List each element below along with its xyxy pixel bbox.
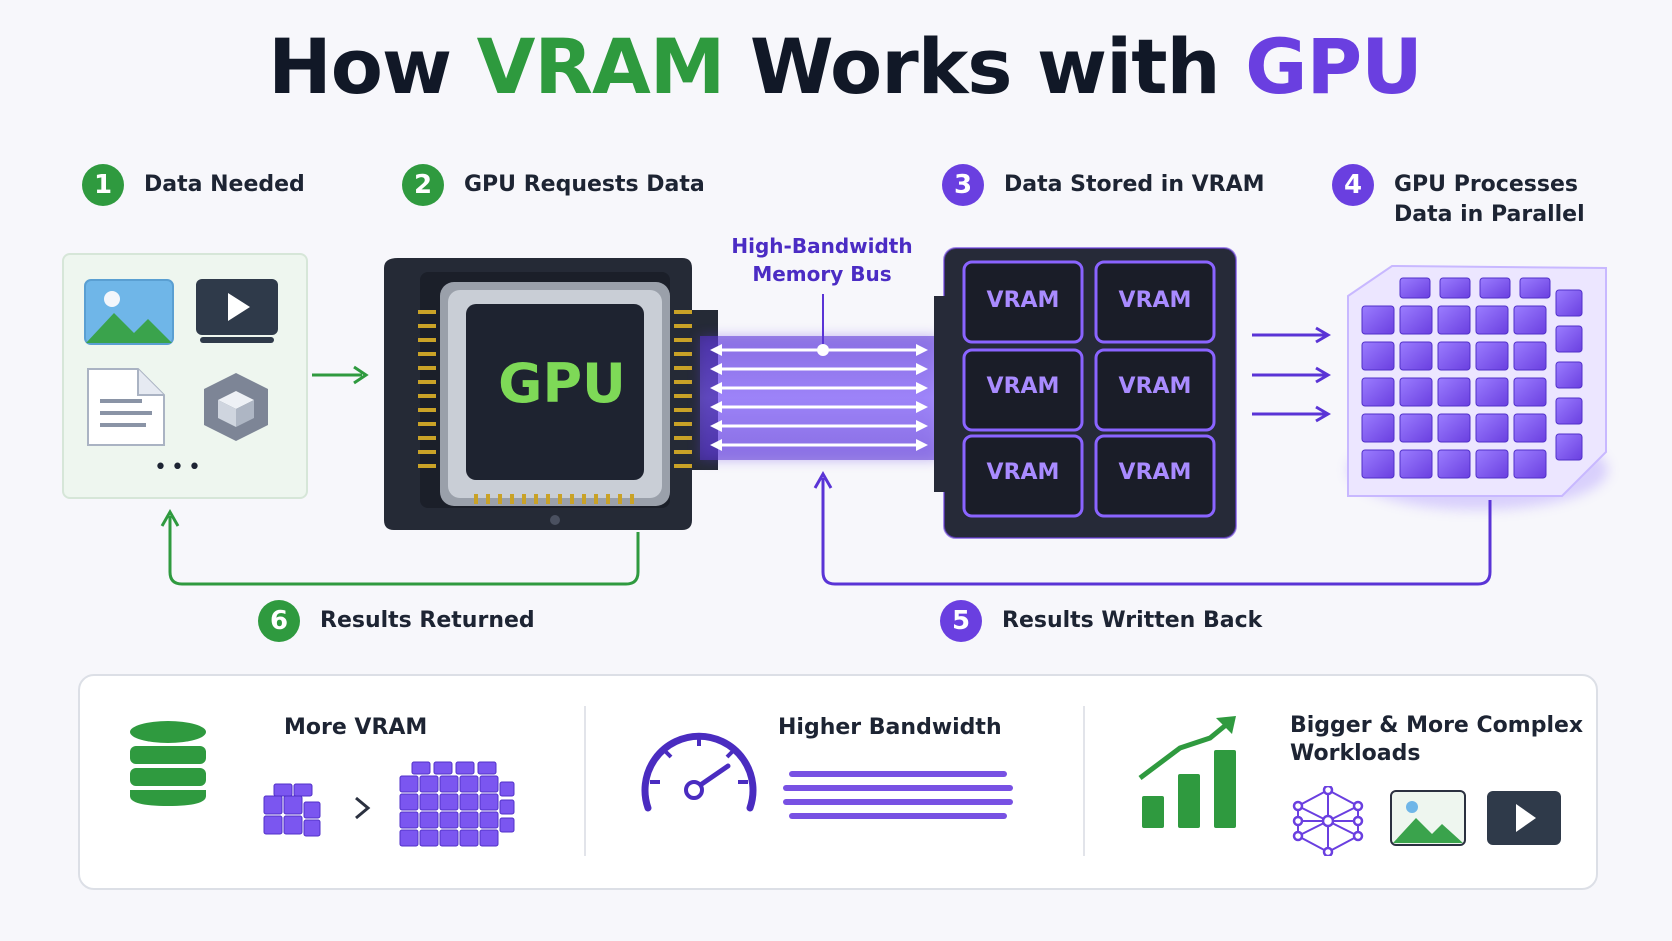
- small-cube-icon: [263, 783, 321, 837]
- vram-chip-5: VRAM: [962, 434, 1084, 518]
- vram-chips: VRAM VRAM VRAM VRAM VRAM VRAM: [962, 260, 1216, 518]
- video-icon: [196, 279, 278, 343]
- document-icon: [87, 368, 165, 446]
- benefit-more-vram-label: More VRAM: [284, 715, 428, 740]
- step-2-badge: 2: [402, 164, 444, 206]
- data-sources-card: •••: [62, 253, 308, 499]
- title-how: How: [268, 22, 452, 111]
- step-4-label: GPU Processes Data in Parallel: [1394, 164, 1585, 230]
- benefit-workloads-label-line2: Workloads: [1290, 741, 1421, 766]
- step-2-label: GPU Requests Data: [464, 172, 705, 197]
- step-4-label-line1: GPU Processes: [1394, 172, 1578, 197]
- title-vram: VRAM: [476, 22, 726, 111]
- step-1-label: Data Needed: [144, 172, 305, 197]
- growth-chart-icon: [1138, 716, 1236, 828]
- svg-text:VRAM: VRAM: [987, 460, 1060, 485]
- video-icon: [1487, 791, 1561, 845]
- step-4-label-line2: Data in Parallel: [1394, 202, 1585, 227]
- vram-chip-4: VRAM: [1094, 348, 1216, 432]
- benefits-panel: More VRAM Higher Bandwidth: [78, 674, 1598, 890]
- divider: [1083, 706, 1085, 856]
- divider: [584, 706, 586, 856]
- more-dots: •••: [154, 455, 205, 480]
- memory-bus-label-line1: High-Bandwidth: [731, 234, 913, 258]
- database-icon: [130, 721, 206, 806]
- large-cube-icon: [399, 761, 515, 847]
- step-1-badge: 1: [82, 164, 124, 206]
- title-works-with: Works with: [749, 22, 1221, 111]
- memory-bus: [700, 294, 938, 460]
- arrow-data-to-gpu: [312, 365, 369, 385]
- title-gpu: GPU: [1245, 22, 1423, 111]
- flow-results-returned: [160, 508, 640, 586]
- step-4: 4 GPU Processes Data in Parallel: [1332, 164, 1585, 230]
- flow-results-written-back: [813, 470, 1492, 586]
- neural-network-icon: [1292, 786, 1364, 856]
- gpu-board: [384, 258, 718, 530]
- step-5-label: Results Written Back: [1002, 608, 1263, 633]
- page-title: How VRAM Works with GPU: [0, 22, 1672, 111]
- step-3-label: Data Stored in VRAM: [1004, 172, 1265, 197]
- benefit-higher-bandwidth-label: Higher Bandwidth: [778, 715, 1002, 740]
- step-5: 5 Results Written Back: [940, 600, 1262, 642]
- svg-text:VRAM: VRAM: [987, 288, 1060, 313]
- benefit-workloads-label-line1: Bigger & More Complex: [1290, 713, 1584, 738]
- memory-bus-label: High-Bandwidth Memory Bus: [712, 232, 932, 288]
- vram-chip-6: VRAM: [1094, 434, 1216, 518]
- bandwidth-lines-icon: [783, 771, 1013, 819]
- step-2: 2 GPU Requests Data: [402, 164, 705, 206]
- speedometer-icon: [641, 732, 757, 812]
- svg-text:VRAM: VRAM: [1119, 288, 1192, 313]
- chevron-right-icon: [355, 796, 371, 820]
- image-icon: [1390, 790, 1466, 846]
- step-3-badge: 3: [942, 164, 984, 206]
- benefit-workloads-label: Bigger & More Complex Workloads: [1290, 712, 1583, 768]
- step-6-badge: 6: [258, 600, 300, 642]
- gpu-chip-label: GPU: [498, 352, 626, 415]
- memory-bus-label-line2: Memory Bus: [752, 262, 892, 286]
- svg-text:VRAM: VRAM: [987, 374, 1060, 399]
- step-6-label: Results Returned: [320, 608, 535, 633]
- step-6: 6 Results Returned: [258, 600, 535, 642]
- vram-chip-3: VRAM: [962, 348, 1084, 432]
- step-1: 1 Data Needed: [82, 164, 305, 206]
- svg-text:VRAM: VRAM: [1119, 374, 1192, 399]
- parallel-processing-cube: [1347, 264, 1608, 510]
- step-3: 3 Data Stored in VRAM: [942, 164, 1265, 206]
- cube-icon: [204, 373, 268, 441]
- svg-text:VRAM: VRAM: [1119, 460, 1192, 485]
- arrows-vram-to-cube: [1252, 326, 1331, 423]
- step-5-badge: 5: [940, 600, 982, 642]
- step-4-badge: 4: [1332, 164, 1374, 206]
- vram-chip-2: VRAM: [1094, 260, 1216, 344]
- image-icon: [84, 279, 174, 345]
- vram-chip-1: VRAM: [962, 260, 1084, 344]
